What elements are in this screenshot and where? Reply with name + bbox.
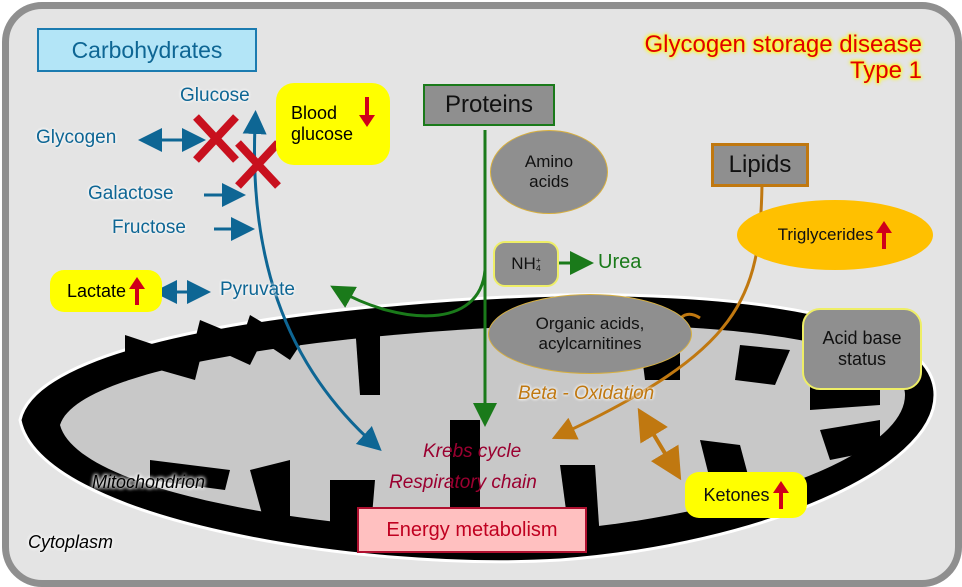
blood-glucose-box: Blood glucose — [276, 83, 390, 165]
beta-oxidation-label: Beta - Oxidation — [518, 383, 655, 404]
amino-acids-line-2: acids — [529, 172, 569, 191]
nh4-sup: + — [535, 254, 541, 265]
carbohydrates-header: Carbohydrates — [37, 28, 257, 72]
acid-base-line-1: Acid base — [822, 328, 902, 348]
triglycerides-node: Triglycerides — [737, 200, 933, 270]
acid-base-line-2: status — [837, 349, 887, 369]
nh4-sub: 4 — [535, 263, 541, 273]
respiratory-chain-label: Respiratory chain — [389, 472, 537, 493]
lactate-label: Lactate — [66, 280, 127, 301]
up-arrow-icon — [772, 481, 789, 509]
cytoplasm-label: Cytoplasm — [28, 532, 114, 552]
glycolysis-arrow — [242, 110, 382, 452]
lipids-header: Lipids — [711, 143, 809, 187]
block-x-1 — [193, 114, 239, 163]
title-line-2: Type 1 — [849, 57, 922, 85]
fructose-label: Fructose — [112, 217, 186, 238]
up-arrow-icon — [129, 277, 146, 305]
organic-acids-node: Organic acids,acylcarnitines — [488, 294, 692, 374]
organic-acids-line-1: Organic acids, — [535, 314, 645, 333]
title-line-1: Glycogen storage disease — [644, 31, 923, 58]
lactate-box: Lactate — [50, 270, 162, 312]
nh4-label: NH — [511, 254, 536, 273]
glucose-label: Glucose — [180, 85, 250, 106]
triglycerides-label: Triglycerides — [777, 225, 874, 244]
energy-metabolism-box: Energy metabolism — [357, 507, 587, 553]
galactose-label: Galactose — [88, 183, 174, 204]
proteins-header: Proteins — [423, 84, 555, 126]
organic-acids-line-2: acylcarnitines — [538, 334, 642, 353]
ketones-box: Ketones — [685, 472, 807, 518]
disease-title: Glycogen storage disease Type 1 — [644, 31, 923, 85]
block-x-2 — [235, 140, 281, 189]
up-arrow-icon — [876, 221, 893, 249]
glycogen-label: Glycogen — [36, 127, 117, 148]
urea-label: Urea — [598, 251, 642, 273]
down-arrow-icon — [359, 97, 376, 127]
ketones-label: Ketones — [703, 484, 770, 505]
mitochondrion-label: Mitochondrion — [92, 472, 206, 492]
blood-glucose-line-2: glucose — [290, 124, 354, 144]
pyruvate-label: Pyruvate — [220, 279, 295, 300]
krebs-cycle-label: Krebs cycle — [423, 441, 522, 462]
blood-glucose-line-1: Blood — [290, 103, 338, 123]
amino-acids-line-1: Amino — [524, 152, 574, 171]
ammonium-node: NH+4 — [493, 241, 559, 287]
